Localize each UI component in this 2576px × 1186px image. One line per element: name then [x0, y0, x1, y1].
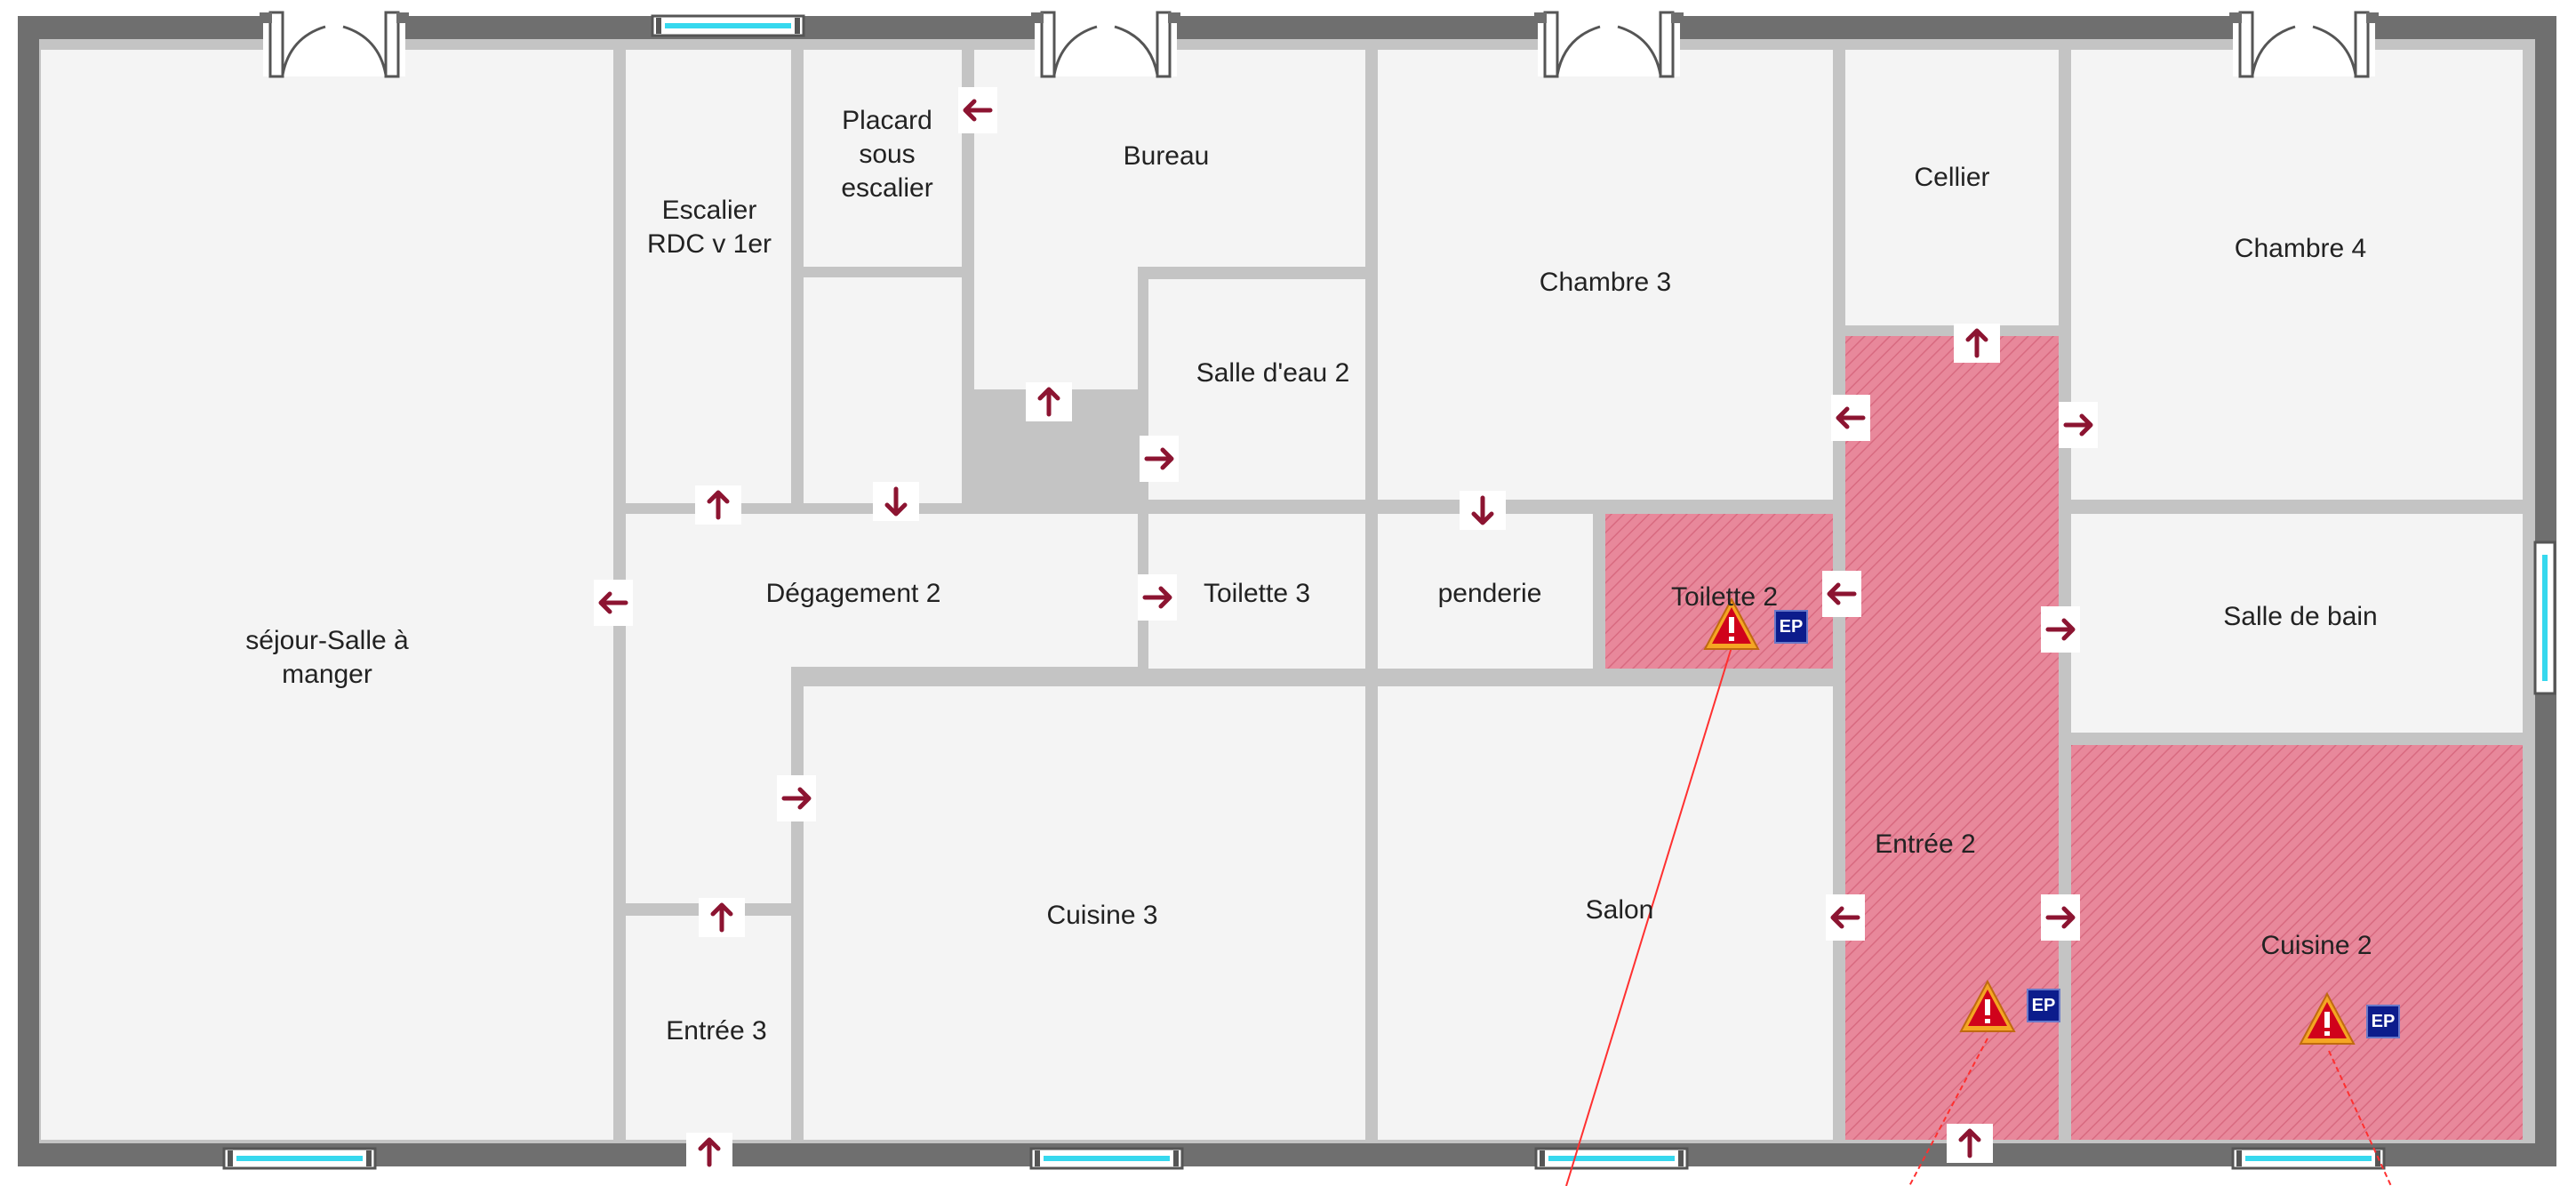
- arrow-icon: [594, 580, 633, 626]
- arrow-icon: [1947, 1124, 1993, 1163]
- room-escalier: [626, 50, 791, 503]
- arrow-icon: [1138, 574, 1177, 621]
- room-label-cuisine2: Cuisine 2: [2260, 931, 2372, 960]
- arrow-icon: [1826, 894, 1865, 941]
- room-cellier: [1845, 50, 2059, 325]
- arrow-icon: [777, 775, 816, 821]
- door-icon: [2228, 9, 2380, 78]
- room-bureau-top: [974, 50, 1365, 267]
- room-label-toilette3: Toilette 3: [1203, 579, 1311, 608]
- room-salle-eau2: [1148, 279, 1365, 500]
- window-icon: [1534, 1147, 1689, 1170]
- room-label-penderie: penderie: [1437, 579, 1542, 608]
- room-label-degagement2: Dégagement 2: [765, 579, 941, 608]
- arrow-icon: [1460, 491, 1506, 530]
- arrow-icon: [958, 87, 997, 133]
- arrow-icon: [699, 898, 745, 937]
- room-label-salon: Salon: [1585, 895, 1654, 925]
- room-label-salle-de-bain: Salle de bain: [2223, 602, 2378, 631]
- room-toilette3: [1148, 514, 1365, 669]
- room-entree3: [626, 916, 791, 1140]
- arrow-icon: [1822, 571, 1861, 617]
- window-icon: [1029, 1147, 1184, 1170]
- room-placard: [804, 50, 962, 267]
- arrow-icon: [1026, 382, 1072, 421]
- room-label-toilette2: Toilette 2: [1670, 582, 1779, 612]
- leader-lines: [1565, 646, 2392, 1186]
- room-penderie: [1378, 514, 1593, 669]
- ep-badge-icon: EP: [2027, 989, 2060, 1022]
- room-label-cuisine3: Cuisine 3: [1046, 901, 1158, 930]
- room-label-chambre4: Chambre 4: [2234, 234, 2367, 263]
- room-entree2: [1845, 336, 2059, 1140]
- arrow-icon: [873, 482, 919, 521]
- room-label-entree3: Entrée 3: [666, 1016, 767, 1046]
- arrow-icon: [695, 485, 741, 525]
- room-chambre4: [2071, 50, 2523, 500]
- room-label-salle-eau2: Salle d'eau 2: [1196, 358, 1350, 388]
- room-degagement2: [626, 514, 1138, 667]
- room-label-cellier: Cellier: [1914, 163, 1990, 192]
- flagged-rooms: [1605, 336, 2523, 1140]
- arrow-icon: [1140, 436, 1179, 482]
- room-cuisine3: [804, 686, 1365, 1140]
- room-cuisine2: [2071, 745, 2523, 1140]
- window-icon: [651, 14, 805, 37]
- window-icon: [2231, 1147, 2386, 1170]
- room-floors: [41, 50, 2523, 1140]
- ep-badge-icon: EP: [2366, 1005, 2400, 1038]
- room-degagement2-lower: [626, 667, 791, 903]
- door-icon: [1532, 9, 1685, 78]
- room-label-bureau: Bureau: [1123, 141, 1210, 171]
- window-icon: [2533, 541, 2556, 695]
- room-salle-de-bain: [2071, 514, 2523, 733]
- arrow-icon: [1954, 324, 2000, 363]
- room-salon: [1378, 686, 1833, 1140]
- arrow-icon: [2041, 606, 2080, 653]
- room-placard-lower: [804, 277, 962, 503]
- room-label-entree2: Entrée 2: [1875, 829, 1976, 859]
- room-chambre3: [1378, 50, 1833, 500]
- room-sejour: [41, 50, 613, 1140]
- arrow-icon: [2059, 402, 2098, 448]
- room-label-chambre3: Chambre 3: [1539, 268, 1672, 297]
- room-bureau-mid: [974, 265, 1138, 389]
- arrow-icon: [2041, 894, 2080, 941]
- ep-badge-icon: EP: [1774, 610, 1808, 644]
- door-icon: [258, 9, 411, 78]
- arrow-icon: [686, 1133, 732, 1172]
- window-icon: [222, 1147, 377, 1170]
- door-icon: [1029, 9, 1182, 78]
- arrow-icon: [1831, 395, 1870, 441]
